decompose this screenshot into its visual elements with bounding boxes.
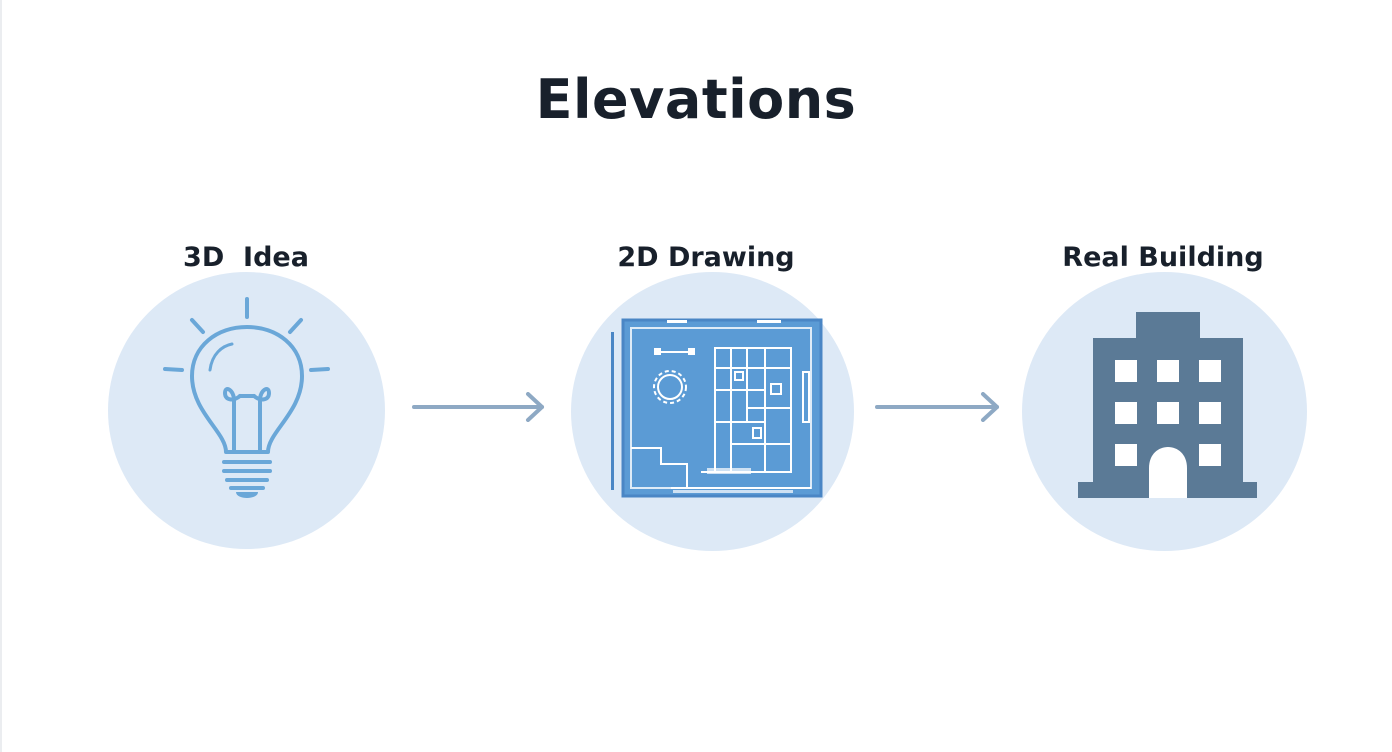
step-circle-real-building [1022,272,1307,551]
step-label-3d-idea: 3D Idea [183,242,309,273]
lightbulb-icon [163,297,330,498]
step-circle-3d-idea [108,272,385,549]
building-icon [1078,312,1257,498]
arrow-2-to-3 [873,392,1013,422]
arrow-1-to-2 [410,392,550,422]
floor-plan-icon [611,318,823,498]
step-label-2d-drawing: 2D Drawing [617,242,795,273]
step-circle-2d-drawing [571,272,854,551]
diagram-title: Elevations [535,68,857,131]
step-label-real-building: Real Building [1062,242,1264,273]
left-border [0,0,2,752]
